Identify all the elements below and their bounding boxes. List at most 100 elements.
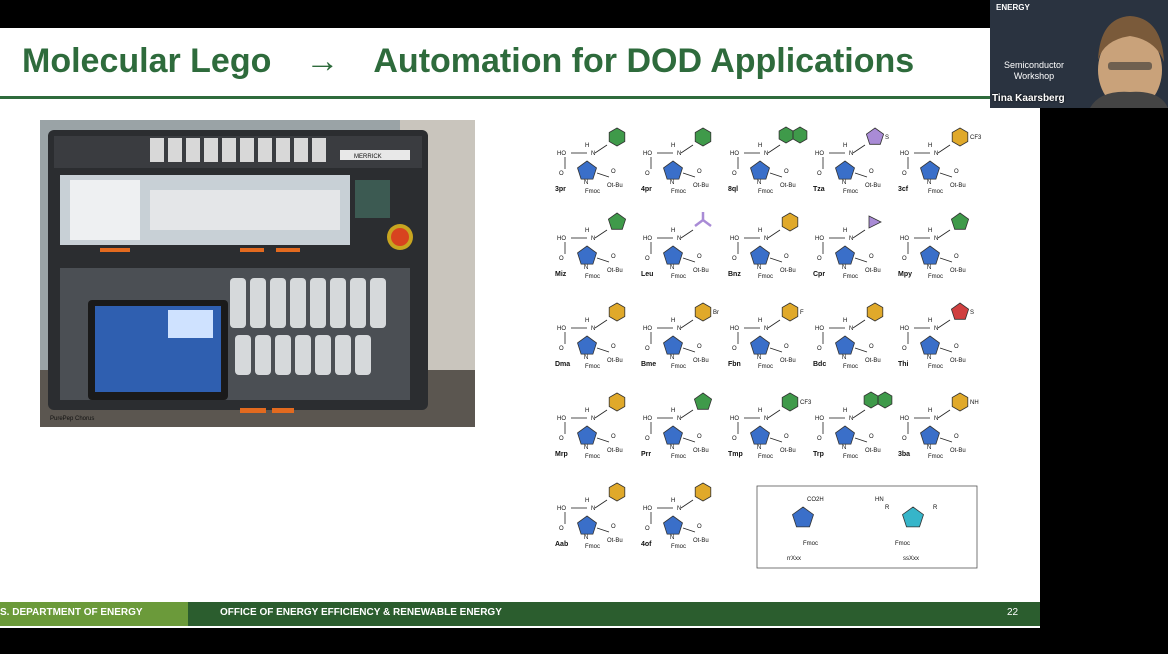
ho-label: HO	[815, 236, 824, 242]
pyrrolidine-ring	[663, 245, 683, 265]
title-divider	[0, 96, 1040, 99]
side-chain-ring	[866, 302, 884, 322]
side-chain-ring	[781, 392, 799, 412]
side-chain-ring	[781, 212, 799, 232]
ho-label: HO	[815, 326, 824, 332]
bond	[937, 144, 951, 154]
otbu-label: Ot-Bu	[607, 448, 623, 454]
ho-label: HO	[557, 416, 566, 422]
fmoc-label: Fmoc	[758, 189, 773, 195]
h-label: H	[758, 408, 762, 414]
o-label: O	[645, 256, 650, 262]
bond	[769, 437, 783, 443]
n-label: N	[764, 236, 768, 242]
fmoc-label: Fmoc	[758, 364, 773, 370]
fmoc-label: Fmoc	[758, 274, 773, 280]
compound-label: Leu	[641, 271, 653, 278]
compound-label: Aab	[555, 541, 568, 548]
pyrrolidine-ring	[663, 335, 683, 355]
o-label: O	[697, 344, 702, 350]
n-label: N	[842, 355, 846, 361]
h-label: H	[671, 498, 675, 504]
fmoc-label: Fmoc	[585, 364, 600, 370]
participant-avatar	[1090, 16, 1168, 108]
fmoc-label: Fmoc	[758, 454, 773, 460]
o-label: O	[869, 254, 874, 260]
inset-r: R	[933, 505, 938, 511]
presentation-slide: Molecular Lego→Automation for DOD Applic…	[0, 28, 1040, 628]
video-brand-text: ENERGY	[996, 3, 1030, 12]
inset-ring-left	[792, 506, 814, 528]
n-label: N	[677, 326, 681, 332]
pyrrolidine-ring	[750, 160, 770, 180]
o-label: O	[697, 434, 702, 440]
compound-label: Miz	[555, 271, 567, 278]
compound-label: Prr	[641, 451, 651, 458]
fmoc-label: Fmoc	[671, 544, 686, 550]
bond	[594, 144, 608, 154]
side-chain-ring	[694, 482, 712, 502]
side-chain-ring	[607, 212, 627, 230]
o-label: O	[954, 434, 959, 440]
otbu-label: Ot-Bu	[693, 448, 709, 454]
compound-label: 3ba	[898, 451, 910, 458]
n-label: N	[934, 326, 938, 332]
ho-label: HO	[643, 506, 652, 512]
inset-co2h: CO2H	[807, 497, 824, 503]
ho-label: HO	[730, 416, 739, 422]
n-label: N	[927, 265, 931, 271]
otbu-label: Ot-Bu	[693, 268, 709, 274]
h-label: H	[758, 228, 762, 234]
bond	[596, 172, 610, 178]
o-label: O	[645, 436, 650, 442]
n-label: N	[849, 151, 853, 157]
n-label: N	[934, 416, 938, 422]
bond	[939, 347, 953, 353]
otbu-label: Ot-Bu	[607, 358, 623, 364]
bond	[767, 229, 781, 239]
synthesizer-photo: MERRICK	[40, 120, 475, 427]
o-label: O	[954, 344, 959, 350]
h-label: H	[671, 408, 675, 414]
compound-label: Cpr	[813, 271, 825, 278]
h-label: H	[585, 408, 589, 414]
bond	[852, 229, 866, 239]
o-label: O	[817, 346, 822, 352]
ho-label: HO	[643, 151, 652, 157]
o-label: O	[784, 434, 789, 440]
footer-left-segment	[0, 602, 188, 626]
fmoc-label: Fmoc	[928, 364, 943, 370]
o-label: O	[954, 169, 959, 175]
side-chain-ring	[950, 302, 970, 320]
fmoc-label: Fmoc	[585, 454, 600, 460]
n-label: N	[764, 416, 768, 422]
participant-video-tile[interactable]: ENERGY Semiconductor Workshop Tina Kaars…	[990, 0, 1168, 108]
participant-name: Tina Kaarsberg	[992, 93, 1065, 104]
h-label: H	[928, 408, 932, 414]
h-label: H	[843, 143, 847, 149]
pyrrolidine-ring	[835, 245, 855, 265]
o-label: O	[869, 434, 874, 440]
ho-label: HO	[730, 236, 739, 242]
side-chain-ring	[694, 302, 712, 322]
pyrrolidine-ring	[920, 245, 940, 265]
substituent-label: Br	[713, 310, 719, 316]
n-label: N	[670, 265, 674, 271]
pyrrolidine-ring	[750, 245, 770, 265]
n-label: N	[927, 180, 931, 186]
fmoc-label: Fmoc	[928, 274, 943, 280]
n-label: N	[934, 151, 938, 157]
fmoc-label: Fmoc	[928, 189, 943, 195]
h-label: H	[585, 498, 589, 504]
bond	[680, 144, 694, 154]
bond	[854, 257, 868, 263]
otbu-label: Ot-Bu	[865, 268, 881, 274]
n-label: N	[842, 265, 846, 271]
side-chain-ring	[868, 215, 882, 229]
otbu-label: Ot-Bu	[780, 183, 796, 189]
n-label: N	[927, 445, 931, 451]
side-chain-ring	[951, 127, 969, 147]
side-chain-ring	[608, 127, 626, 147]
h-label: H	[671, 143, 675, 149]
ho-label: HO	[557, 506, 566, 512]
